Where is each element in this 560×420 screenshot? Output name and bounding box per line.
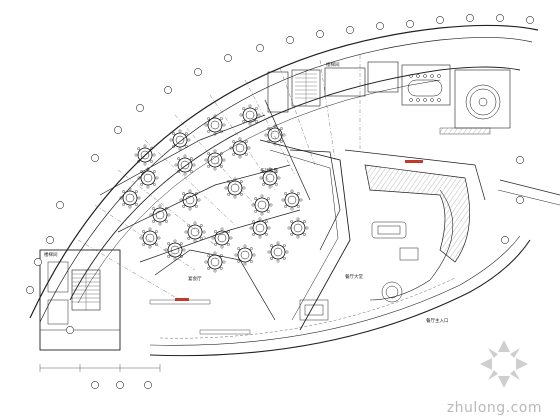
- left-stair-treads: [72, 270, 100, 310]
- lower-dash-arc: [159, 277, 456, 339]
- watermark-text: zhulong.com: [446, 400, 542, 416]
- central-corridor: [259, 139, 351, 331]
- right-entrance: [499, 179, 560, 196]
- atrium-hatched: [364, 164, 470, 263]
- left-block: [39, 249, 121, 351]
- hall-partitions: [99, 99, 341, 321]
- top-stair-treads: [295, 70, 317, 106]
- outer-wall-arc: [29, 24, 539, 319]
- vip-round-table: [465, 84, 501, 120]
- private-room-table: [407, 74, 443, 102]
- label-stair-left: 楼梯间: [44, 251, 58, 258]
- outer-wall-arc-2: [39, 37, 533, 323]
- lower-wall-arc: [149, 239, 531, 357]
- lower-wall-arc-2: [149, 235, 521, 346]
- inner-wall-arc-2: [77, 79, 441, 304]
- banquet-tables: [119, 104, 309, 273]
- label-lobby: 餐厅大堂: [345, 273, 363, 280]
- label-hall-a: 多功能厅: [260, 167, 278, 174]
- lobby-furniture: [299, 221, 419, 321]
- inner-wall-arc: [69, 66, 521, 301]
- label-stair-top: 楼梯间: [326, 61, 340, 68]
- label-entrance: 餐厅主入口: [426, 317, 449, 324]
- watermark-logo-icon: [480, 340, 528, 388]
- label-hall-b: 宴会厅: [188, 275, 202, 282]
